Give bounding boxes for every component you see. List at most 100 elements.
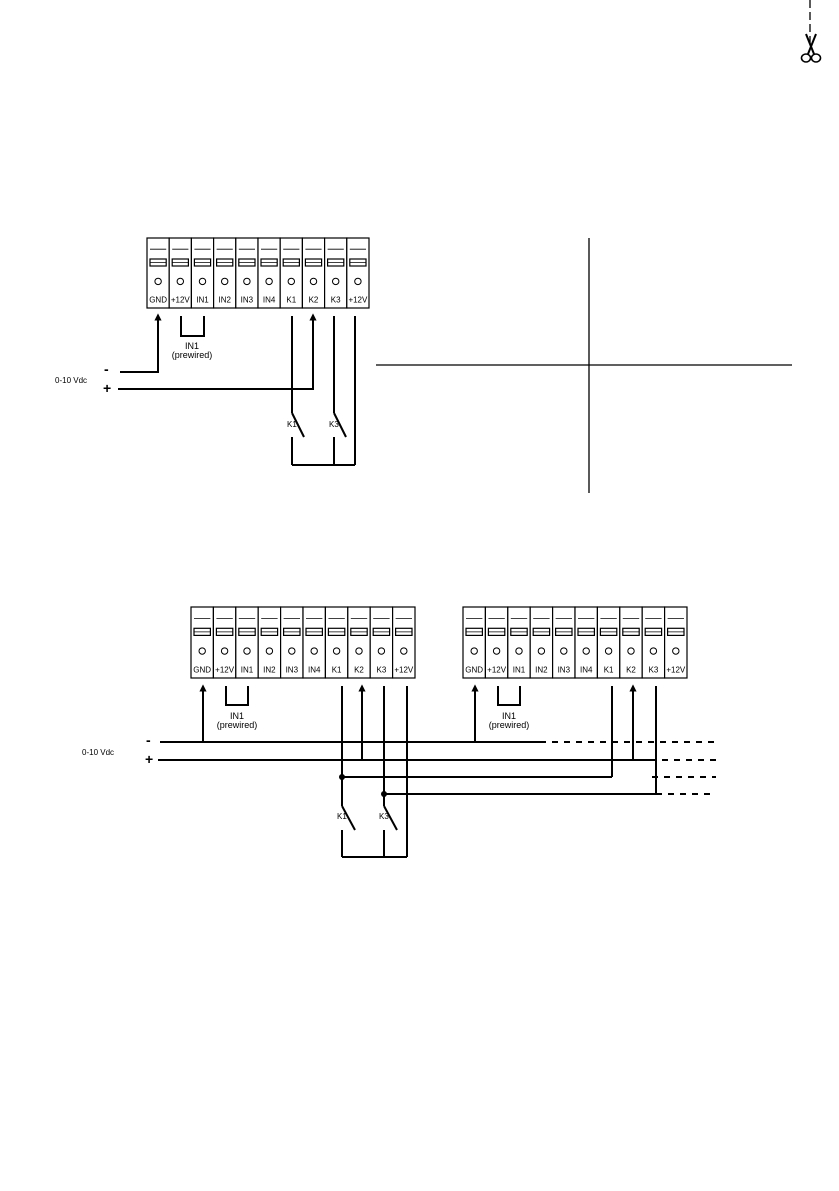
terminal-hole: [288, 278, 294, 284]
terminal-block-2b: GND +12V IN1 IN2 IN3 IN4 K1 K2 K3 +12V: [463, 607, 687, 678]
terminal: K3: [370, 607, 392, 678]
terminal-label: K1: [286, 295, 296, 304]
minus-sign-2: -: [146, 732, 151, 748]
terminal: GND: [463, 607, 485, 678]
terminal-hole: [199, 278, 205, 284]
terminal-hole: [199, 648, 205, 654]
terminal-hole: [493, 648, 499, 654]
terminal-label: IN2: [218, 295, 231, 304]
terminal: IN2: [258, 607, 280, 678]
terminal: +12V: [213, 607, 235, 678]
terminal: K1: [325, 607, 347, 678]
terminal-label: IN2: [263, 665, 276, 674]
terminal-hole: [561, 648, 567, 654]
jumper-in1-b: [498, 686, 520, 705]
terminal: K2: [302, 238, 324, 308]
terminal-label: +12V: [394, 665, 414, 674]
terminal: IN1: [236, 607, 258, 678]
terminal: +12V: [485, 607, 507, 678]
terminal-hole: [244, 648, 250, 654]
scissors-icon: [802, 34, 821, 62]
terminal-label: GND: [193, 665, 211, 674]
terminal-hole: [356, 648, 362, 654]
terminal-label: IN3: [286, 665, 299, 674]
terminal-hole: [355, 278, 361, 284]
terminal-label: +12V: [348, 295, 368, 304]
terminal-label: K3: [649, 665, 659, 674]
terminal: IN3: [553, 607, 575, 678]
terminal-label: IN2: [535, 665, 548, 674]
jumper-note-a: (prewired): [217, 720, 258, 730]
terminal-label: GND: [465, 665, 483, 674]
switch-k3-label-2: K3: [379, 812, 389, 821]
terminal-hole: [155, 278, 161, 284]
terminal-hole: [222, 278, 228, 284]
terminal-label: IN1: [513, 665, 526, 674]
terminal-label: IN3: [241, 295, 254, 304]
terminal-hole: [266, 278, 272, 284]
terminal: IN4: [258, 238, 280, 308]
terminal-hole: [333, 278, 339, 284]
terminal: +12V: [665, 607, 687, 678]
switch-k3-label: K3: [329, 420, 339, 429]
terminal-label: IN4: [308, 665, 321, 674]
terminal: IN2: [530, 607, 552, 678]
terminal: IN2: [214, 238, 236, 308]
terminal: +12V: [169, 238, 191, 308]
terminal-hole: [221, 648, 227, 654]
terminal-hole: [177, 278, 183, 284]
terminal: +12V: [347, 238, 369, 308]
terminal-label: K3: [377, 665, 387, 674]
terminal-block-1: GND+12VIN1IN2IN3IN4K1K2K3+12V: [147, 238, 369, 308]
terminal-hole: [516, 648, 522, 654]
terminal-hole: [583, 648, 589, 654]
terminal: IN4: [575, 607, 597, 678]
terminal-hole: [266, 648, 272, 654]
terminal-hole: [378, 648, 384, 654]
terminal: K1: [280, 238, 302, 308]
terminal-hole: [673, 648, 679, 654]
terminal-label: +12V: [215, 665, 235, 674]
terminal-block-2a: GND +12V IN1 IN2 IN3 IN4 K1 K2 K3 +12V: [191, 607, 415, 678]
jumper-note-b: (prewired): [489, 720, 530, 730]
switch-k1-label: K1: [287, 420, 297, 429]
terminal-label: K1: [604, 665, 614, 674]
terminal-label: IN4: [263, 295, 276, 304]
jumper-note: (prewired): [172, 350, 213, 360]
terminal-label: IN1: [241, 665, 254, 674]
terminal-hole: [310, 278, 316, 284]
voltage-label: 0-10 Vdc: [55, 376, 87, 385]
terminal: IN1: [508, 607, 530, 678]
terminal: GND: [191, 607, 213, 678]
terminal: K2: [348, 607, 370, 678]
jumper-in1-a: [226, 686, 248, 705]
terminal-hole: [401, 648, 407, 654]
terminal-label: +12V: [666, 665, 686, 674]
voltage-label-2: 0-10 Vdc: [82, 748, 114, 757]
plus-sign: +: [103, 380, 111, 396]
terminal-label: K2: [354, 665, 364, 674]
terminal: K2: [620, 607, 642, 678]
terminal: IN1: [191, 238, 213, 308]
terminal-label: K2: [626, 665, 636, 674]
minus-sign: -: [104, 361, 109, 377]
terminal-hole: [244, 278, 250, 284]
terminal: IN4: [303, 607, 325, 678]
terminal-hole: [605, 648, 611, 654]
terminal-hole: [650, 648, 656, 654]
terminal-label: IN4: [580, 665, 593, 674]
terminal-hole: [628, 648, 634, 654]
terminal-label: IN3: [558, 665, 571, 674]
terminal: K3: [642, 607, 664, 678]
terminal-label: GND: [149, 295, 167, 304]
terminal-label: +12V: [487, 665, 507, 674]
terminal-hole: [538, 648, 544, 654]
terminal-label: K1: [332, 665, 342, 674]
terminal: K3: [325, 238, 347, 308]
terminal: K1: [597, 607, 619, 678]
terminal-hole: [311, 648, 317, 654]
